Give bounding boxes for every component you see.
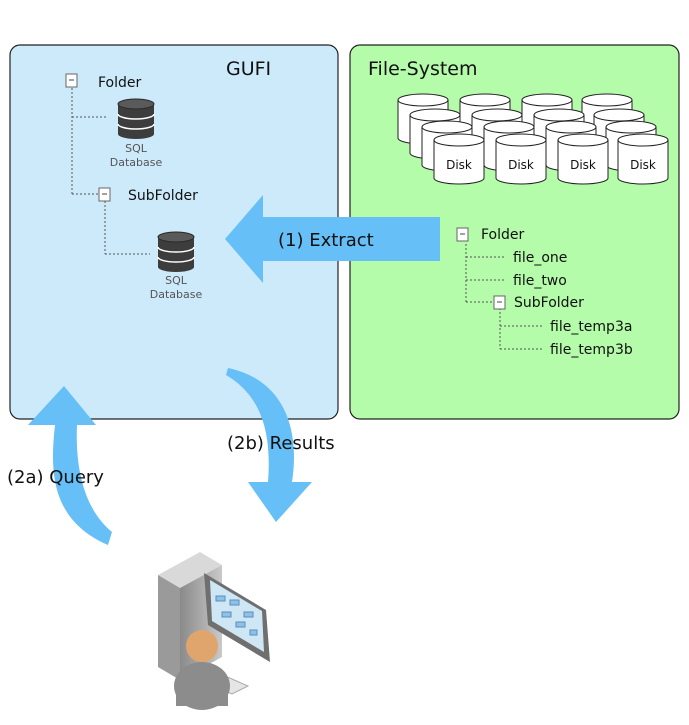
gufi-panel: GUFI Folder SQL Database SubFold xyxy=(9,44,339,420)
gufi-title: GUFI xyxy=(226,58,271,80)
gufi-db1-label-sql: SQL xyxy=(125,142,148,155)
fs-file-two: file_two xyxy=(513,273,567,289)
disk-icon: Disk xyxy=(557,133,609,185)
database-icon xyxy=(117,98,155,139)
disk-label: Disk xyxy=(570,158,596,172)
user-computer-icon xyxy=(158,552,270,710)
fs-subfolder-label: SubFolder xyxy=(514,295,584,311)
disk-label: Disk xyxy=(630,158,656,172)
results-label: (2b) Results xyxy=(227,433,335,454)
gufi-db2-label-database: Database xyxy=(150,288,203,301)
collapse-box-icon[interactable] xyxy=(456,227,469,242)
disk-icon: Disk xyxy=(495,133,547,185)
disk-label: Disk xyxy=(508,158,534,172)
filesystem-title: File-System xyxy=(368,58,478,80)
results-arrow: (2b) Results xyxy=(226,368,335,522)
gufi-folder-label: Folder xyxy=(98,75,142,91)
query-label: (2a) Query xyxy=(7,467,104,488)
collapse-box-icon[interactable] xyxy=(65,73,78,88)
filesystem-panel: File-System Disk Disk Disk Disk Folder file… xyxy=(349,44,680,420)
extract-label: (1) Extract xyxy=(278,230,374,251)
extract-arrow: (1) Extract xyxy=(225,195,440,283)
gufi-tree-lines xyxy=(71,88,150,255)
disk-icon: Disk xyxy=(617,133,669,185)
collapse-box-icon[interactable] xyxy=(493,295,506,310)
fs-tree-lines xyxy=(465,244,542,350)
disk-array: Disk Disk Disk Disk xyxy=(397,93,669,185)
collapse-box-icon[interactable] xyxy=(98,187,111,202)
disk-icon: Disk xyxy=(433,133,485,185)
gufi-subfolder-label: SubFolder xyxy=(128,188,198,204)
query-arrow: (2a) Query xyxy=(7,386,112,545)
fs-file-temp3a: file_temp3a xyxy=(550,319,632,335)
database-icon xyxy=(157,231,195,272)
gufi-db1-label-database: Database xyxy=(110,156,163,169)
fs-file-one: file_one xyxy=(513,250,567,266)
gufi-db2-label-sql: SQL xyxy=(165,274,188,287)
fs-folder-label: Folder xyxy=(481,227,525,243)
fs-file-temp3b: file_temp3b xyxy=(550,342,633,358)
disk-label: Disk xyxy=(446,158,472,172)
